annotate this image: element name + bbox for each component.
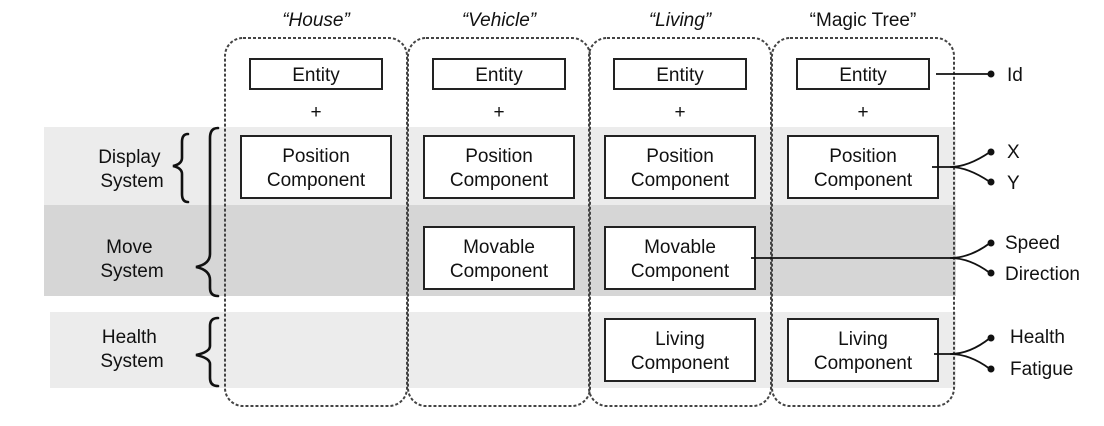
living-component-label-line1: Living (655, 329, 705, 350)
position-component-label-line1: Position (646, 146, 714, 167)
position-component-frame (787, 135, 939, 199)
entity-box-label: Entity (656, 65, 704, 86)
plus-sign: + (310, 102, 321, 123)
entity-box-frame (249, 58, 383, 90)
movable-component-label-line1: Movable (644, 237, 716, 258)
health-brace (195, 316, 220, 388)
entity-box-frame (432, 58, 566, 90)
entity-box: Entity (613, 58, 747, 90)
entity-box-label: Entity (292, 65, 340, 86)
entity-box: Entity (432, 58, 566, 90)
entity-title: “Magic Tree” (810, 10, 917, 31)
position-component-label-line1: Position (829, 146, 897, 167)
entity-column-outline (224, 37, 408, 407)
entity-column-3: “Living”Entity+PositionComponentMovableC… (588, 10, 772, 407)
plus-sign: + (674, 102, 685, 123)
movable-component-frame (604, 226, 756, 290)
position-component-frame (604, 135, 756, 199)
position-component-label-line2: Component (267, 170, 366, 191)
field-label-y: Y (1007, 173, 1020, 194)
field-label-health: Health (1010, 327, 1065, 348)
speed-dot (987, 239, 995, 247)
system-label-display: Display System (98, 147, 166, 192)
position-component-label-line2: Component (631, 170, 730, 191)
system-label-health: Health System (100, 327, 163, 372)
movable-component-label-line2: Component (450, 261, 549, 282)
plus-sign: + (857, 102, 868, 123)
entity-column-outline (771, 37, 955, 407)
direction-connector (949, 257, 991, 274)
entity-box: Entity (796, 58, 930, 90)
living-component-label-line2: Component (631, 353, 730, 374)
field-label-x: X (1007, 142, 1020, 163)
fatigue-connector (949, 353, 991, 370)
position-component-label-line1: Position (282, 146, 350, 167)
y-dot (987, 178, 995, 186)
movable-component-label-line2: Component (631, 261, 730, 282)
position-component-frame (240, 135, 392, 199)
position-component-label-line1: Position (465, 146, 533, 167)
direction-dot (987, 269, 995, 277)
field-label-direction: Direction (1005, 264, 1080, 285)
field-label-id: Id (1007, 65, 1023, 86)
position-component-label-line2: Component (450, 170, 549, 191)
entity-column-outline (588, 37, 772, 407)
fatigue-dot (987, 365, 995, 373)
x-dot (987, 148, 995, 156)
entity-column-4: “Magic Tree”Entity+PositionComponentLivi… (771, 10, 955, 407)
living-component-label-line2: Component (814, 353, 913, 374)
entity-title: “Vehicle” (462, 10, 538, 31)
position-component-label-line2: Component (814, 170, 913, 191)
entity-box-frame (613, 58, 747, 90)
y-connector (949, 166, 991, 183)
living-component-frame (787, 318, 939, 382)
system-label-move: Move System (100, 237, 163, 282)
field-label-speed: Speed (1005, 233, 1060, 254)
entity-box-label: Entity (475, 65, 523, 86)
id-dot (987, 70, 995, 78)
living-component-frame (604, 318, 756, 382)
entity-title: “Living” (649, 10, 713, 31)
movable-component-frame (423, 226, 575, 290)
entity-title: “House” (282, 10, 351, 31)
field-label-fatigue: Fatigue (1010, 359, 1073, 380)
move-brace (195, 126, 220, 298)
display-brace (172, 132, 190, 204)
entity-box: Entity (249, 58, 383, 90)
entity-column-2: “Vehicle”Entity+PositionComponentMovable… (407, 10, 591, 407)
position-component-frame (423, 135, 575, 199)
movable-component-label-line1: Movable (463, 237, 535, 258)
plus-sign: + (493, 102, 504, 123)
entity-column-outline (407, 37, 591, 407)
health-dot (987, 334, 995, 342)
living-component-label-line1: Living (838, 329, 888, 350)
entity-box-label: Entity (839, 65, 887, 86)
entity-box-frame (796, 58, 930, 90)
